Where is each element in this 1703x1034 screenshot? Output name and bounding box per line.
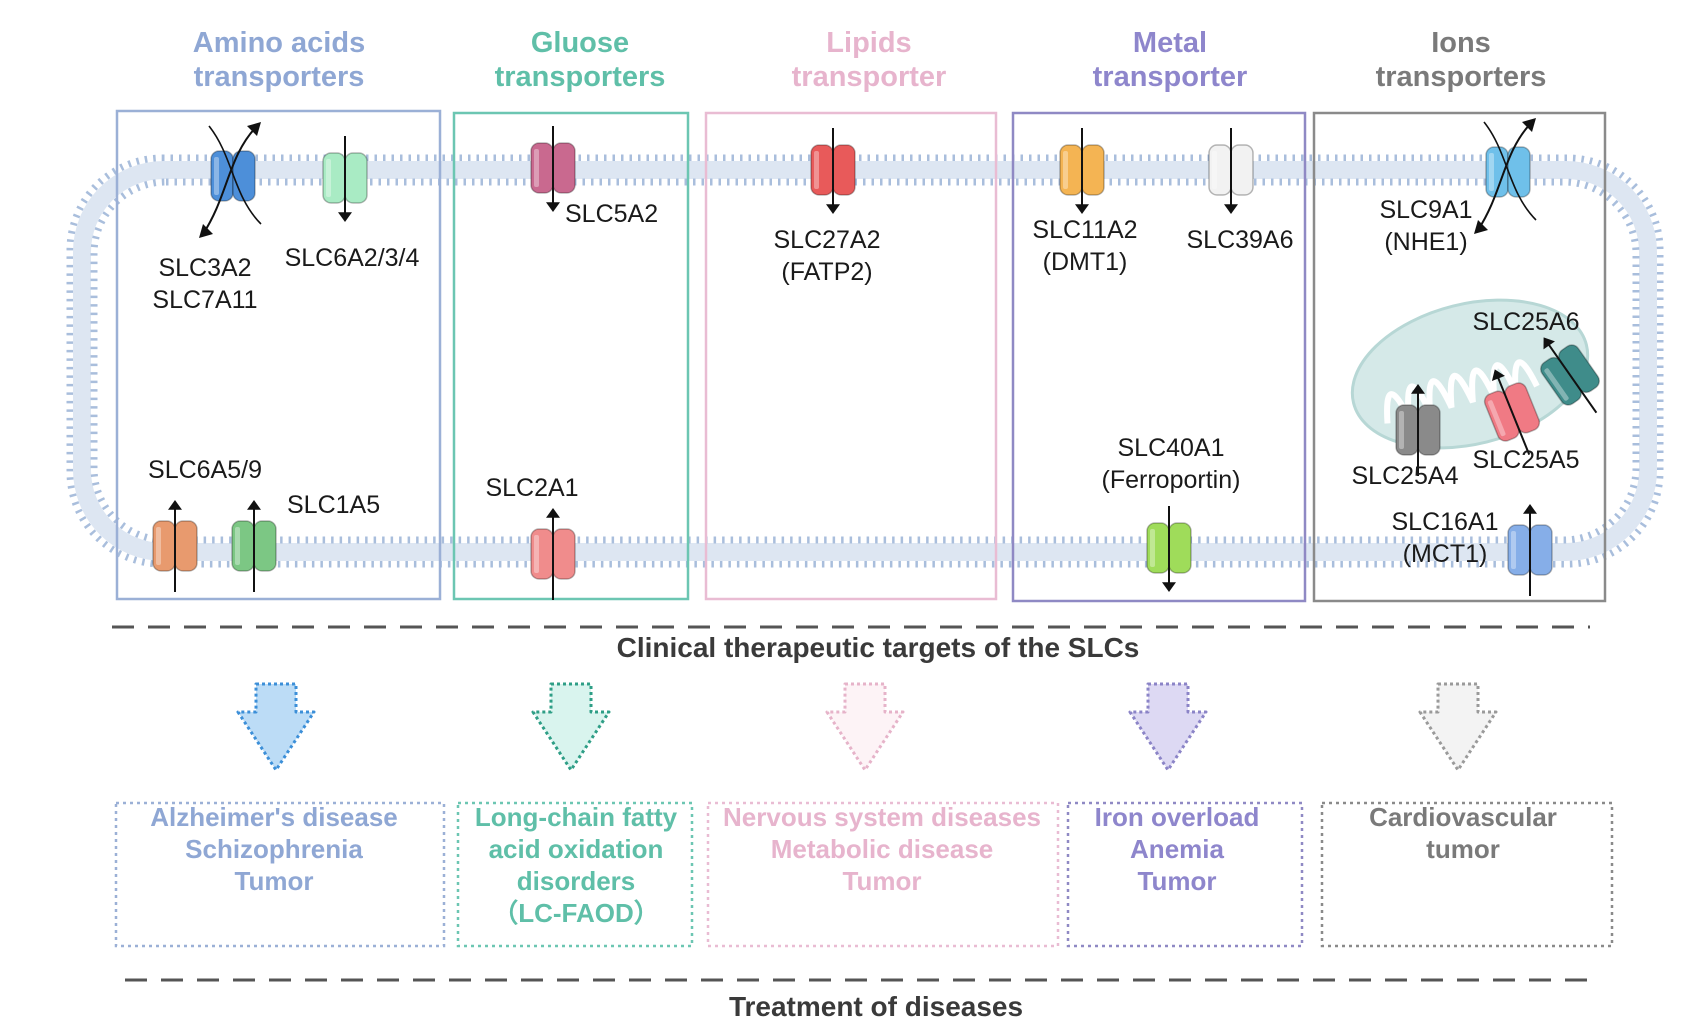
transporter-label-slc16a1-0: SLC16A1 (1391, 508, 1498, 536)
disease-text-1-1: acid oxidation (489, 834, 664, 864)
cell-membrane (66, 154, 1664, 568)
transporter-label-slc16a1-1: (MCT1) (1403, 540, 1488, 568)
category-box-0 (115, 109, 442, 601)
transporter-label-slc27a2-1: (FATP2) (781, 258, 872, 286)
category-title-line1-2: Lipids (826, 27, 911, 59)
transporter-slc11a2: SLC11A2 (DMT1) (1032, 128, 1138, 276)
transporter-label-slc40a1-1: (Ferroportin) (1102, 466, 1241, 494)
transporter-label-slc40a1-0: SLC40A1 (1117, 434, 1224, 462)
down-arrow-icon-2 (825, 682, 905, 772)
transporter-label-slc9a1-0: SLC9A1 (1379, 196, 1472, 224)
membrane-outer (66, 154, 1664, 568)
disease-text-0-2: Tumor (235, 866, 314, 896)
category-title-line1-0: Amino acids (193, 27, 365, 59)
disease-text-2-1: Metabolic disease (771, 834, 994, 864)
disease-text-2-2: Tumor (843, 866, 922, 896)
transporter-label-slc25a4-0: SLC25A4 (1351, 462, 1458, 490)
category-box-1 (452, 111, 690, 601)
transporter-label-slc6a5-0: SLC6A5/9 (148, 456, 262, 484)
transporter-slc25a5: SLC25A5 (1472, 369, 1580, 474)
disease-text-0-1: Schizophrenia (185, 834, 363, 864)
transporter-layer: SLC3A2SLC7A11SLC6A2/3/4SLC6A5/9SLC1A5SLC… (148, 118, 1600, 600)
transporter-slc16a1: SLC16A1 (MCT1) (1391, 504, 1553, 596)
transporter-slc25a4: SLC25A4 (1351, 384, 1459, 490)
disease-text-4-0: Cardiovascular (1369, 802, 1557, 832)
category-box-2 (704, 111, 998, 601)
section-title-targets: Clinical therapeutic targets of the SLCs (617, 632, 1140, 663)
disease-box-0 (114, 801, 446, 948)
category-layer: Amino acidstransportersGluosetransporter… (115, 27, 1607, 603)
transporter-slc39a6: SLC39A6 (1186, 128, 1294, 254)
transporter-label-slc11a2-0: SLC11A2 (1032, 216, 1137, 244)
transporter-slc9a1: SLC9A1 (NHE1) (1379, 118, 1537, 256)
transporter-slc2a1: SLC2A1 (485, 474, 579, 600)
category-title-line1-1: Gluose (531, 27, 629, 59)
disease-box-2 (706, 801, 1060, 948)
category-title-line2-1: transporters (495, 61, 666, 93)
down-arrow-icon-1 (531, 682, 611, 772)
section-title-treatment: Treatment of diseases (729, 991, 1023, 1022)
transporter-label-slc2a1-0: SLC2A1 (485, 474, 578, 502)
transporter-slc40a1: SLC40A1 (Ferroportin) (1102, 434, 1241, 592)
transporter-label-slc9a1-1: (NHE1) (1384, 228, 1467, 256)
disease-text-1-3: （LC-FAOD） (492, 898, 660, 928)
down-arrow-icon-4 (1418, 682, 1498, 772)
category-title-line2-4: transporters (1376, 61, 1547, 93)
disease-text-1-0: Long-chain fatty (475, 802, 678, 832)
membrane-inner (90, 178, 1640, 544)
transporter-slc1a5: SLC1A5 (231, 491, 380, 592)
membrane-core (73, 161, 1657, 561)
category-title-line2-2: transporter (792, 61, 947, 93)
transporter-label-slc1a5-0: SLC1A5 (287, 491, 380, 519)
transporter-label-slc11a2-1: (DMT1) (1043, 248, 1128, 276)
disease-text-4-1: tumor (1426, 834, 1500, 864)
category-title-line1-4: Ions (1431, 27, 1491, 59)
category-title-line2-0: transporters (194, 61, 365, 93)
transporter-slc6a2: SLC6A2/3/4 (285, 136, 420, 272)
category-title-line1-3: Metal (1133, 27, 1207, 59)
down-arrow-icon-0 (236, 682, 316, 772)
transporter-label-slc6a2-0: SLC6A2/3/4 (285, 244, 420, 272)
disease-text-3-2: Tumor (1138, 866, 1217, 896)
disease-text-1-2: disorders (517, 866, 636, 896)
transporter-label-slc25a5-0: SLC25A5 (1472, 446, 1579, 474)
transporter-label-slc27a2-0: SLC27A2 (773, 226, 880, 254)
transporter-label-slc5a2-0: SLC5A2 (565, 200, 658, 228)
arrow-layer (236, 682, 1498, 772)
category-box-4 (1312, 111, 1607, 603)
transporter-slc6a5: SLC6A5/9 (148, 456, 262, 592)
category-box-3 (1011, 111, 1307, 603)
transporter-slc5a2: SLC5A2 (530, 126, 658, 228)
category-title-line2-3: transporter (1093, 61, 1248, 93)
disease-text-3-1: Anemia (1130, 834, 1224, 864)
disease-layer: Alzheimer's diseaseSchizophreniaTumorLon… (114, 801, 1614, 948)
transporter-label-slc3a2-0: SLC3A2 (158, 254, 251, 282)
down-arrow-icon-3 (1128, 682, 1208, 772)
transporter-slc27a2: SLC27A2 (FATP2) (773, 128, 881, 286)
transporter-slc25a6: SLC25A6 (1472, 308, 1600, 414)
disease-text-3-0: Iron overload (1095, 802, 1260, 832)
transporter-label-slc39a6-0: SLC39A6 (1186, 226, 1293, 254)
transporter-label-slc25a6-0: SLC25A6 (1472, 308, 1579, 336)
disease-text-2-0: Nervous system diseases (723, 802, 1041, 832)
disease-text-0-0: Alzheimer's disease (150, 802, 398, 832)
transporter-label-slc3a2-1: SLC7A11 (152, 286, 257, 314)
